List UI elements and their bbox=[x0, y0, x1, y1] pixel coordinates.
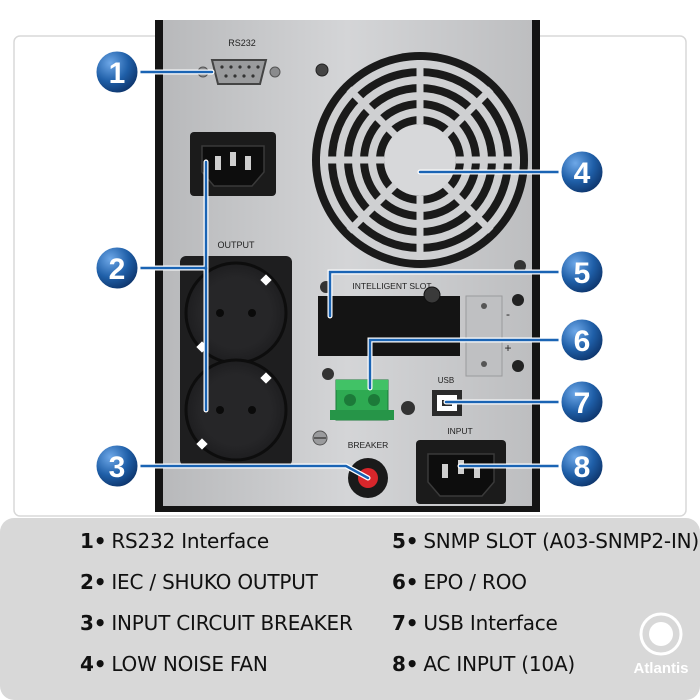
callout-5: 5 bbox=[558, 248, 606, 296]
fan-grille bbox=[312, 52, 528, 268]
leader-lines bbox=[134, 70, 564, 480]
screw-icon bbox=[401, 401, 415, 415]
legend-number: 2 bbox=[80, 570, 94, 594]
legend-bullet: • bbox=[93, 529, 107, 553]
intelligent-slot: INTELLIGENT SLOT bbox=[318, 281, 460, 380]
legend-text: SNMP SLOT (A03-SNMP2-IN) bbox=[423, 529, 700, 553]
callout-8: 8 bbox=[558, 442, 606, 490]
output-label: OUTPUT bbox=[218, 240, 256, 250]
callout-4: 4 bbox=[558, 148, 606, 196]
rs232-label: RS232 bbox=[228, 38, 256, 48]
plus-label: + bbox=[504, 341, 511, 355]
callout-number: 1 bbox=[109, 57, 126, 90]
callout-number: 2 bbox=[109, 253, 126, 286]
epo-terminal-connector bbox=[330, 379, 394, 421]
legend-item-5: 5•SNMP SLOT (A03-SNMP2-IN) bbox=[392, 529, 699, 553]
legend-bullet: • bbox=[93, 652, 107, 676]
legend-text: AC INPUT (10A) bbox=[423, 652, 576, 676]
legend-item-2: 2•IEC / SHUKO OUTPUT bbox=[80, 570, 318, 594]
input-label: INPUT bbox=[447, 426, 473, 436]
legend-text: IEC / SHUKO OUTPUT bbox=[111, 570, 318, 594]
legend-text: EPO / ROO bbox=[423, 570, 527, 594]
legend-number: 3 bbox=[80, 611, 94, 635]
legend-number: 8 bbox=[392, 652, 406, 676]
legend-item-7: 7•USB Interface bbox=[392, 611, 558, 635]
legend-text: RS232 Interface bbox=[111, 529, 269, 553]
callout-6: 6 bbox=[558, 316, 606, 364]
callout-2: 2 bbox=[93, 244, 141, 292]
iec-output-socket bbox=[190, 132, 276, 196]
callout-1: 1 bbox=[93, 48, 141, 96]
legend-item-6: 6•EPO / ROO bbox=[392, 570, 527, 594]
callout-3: 3 bbox=[93, 442, 141, 490]
legend-number: 7 bbox=[392, 611, 406, 635]
callout-number: 5 bbox=[574, 257, 591, 290]
brand-logo: Atlantis bbox=[624, 612, 698, 682]
legend-number: 1 bbox=[80, 529, 94, 553]
legend-bullet: • bbox=[93, 570, 107, 594]
legend-bullet: • bbox=[405, 570, 419, 594]
callout-number: 4 bbox=[574, 157, 591, 190]
legend-bullet: • bbox=[93, 611, 107, 635]
legend-text: INPUT CIRCUIT BREAKER bbox=[111, 611, 353, 635]
schuko-output-sockets bbox=[180, 256, 292, 466]
legend-number: 6 bbox=[392, 570, 406, 594]
legend-background bbox=[0, 518, 700, 700]
callout-number: 8 bbox=[574, 451, 591, 484]
screw-icon bbox=[514, 260, 526, 272]
legend-item-8: 8•AC INPUT (10A) bbox=[392, 652, 575, 676]
legend-text: LOW NOISE FAN bbox=[111, 652, 268, 676]
legend-item-1: 1•RS232 Interface bbox=[80, 529, 269, 553]
legend-text: USB Interface bbox=[423, 611, 558, 635]
brand-name: Atlantis bbox=[633, 660, 689, 677]
epo-side-plate: - + bbox=[465, 294, 524, 377]
legend-bullet: • bbox=[405, 529, 419, 553]
callout-number: 7 bbox=[574, 387, 591, 420]
legend-number: 4 bbox=[80, 652, 94, 676]
legend-panel: 1•RS232 Interface 2•IEC / SHUKO OUTPUT 3… bbox=[0, 518, 700, 700]
callout-number: 3 bbox=[109, 451, 126, 484]
breaker-label: BREAKER bbox=[348, 440, 389, 450]
screw-icon bbox=[315, 63, 329, 77]
ground-screw-icon bbox=[312, 430, 328, 446]
usb-label: USB bbox=[438, 376, 454, 385]
atlantis-logo-icon bbox=[639, 612, 683, 656]
legend-item-4: 4•LOW NOISE FAN bbox=[80, 652, 268, 676]
minus-label: - bbox=[506, 307, 510, 321]
intelligent-slot-label: INTELLIGENT SLOT bbox=[352, 281, 431, 291]
legend-number: 5 bbox=[392, 529, 406, 553]
callout-number: 6 bbox=[574, 325, 591, 358]
callout-7: 7 bbox=[558, 378, 606, 426]
legend-bullet: • bbox=[405, 611, 419, 635]
legend-item-3: 3•INPUT CIRCUIT BREAKER bbox=[80, 611, 353, 635]
legend-bullet: • bbox=[405, 652, 419, 676]
